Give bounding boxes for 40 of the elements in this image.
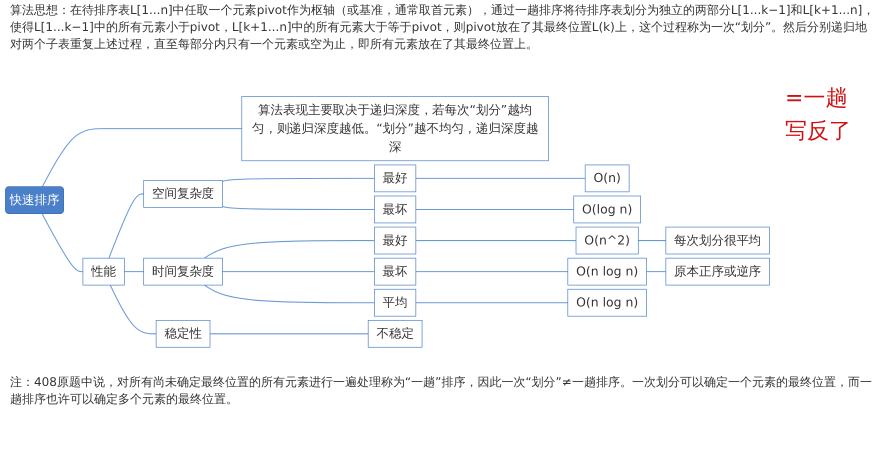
node-box: 平均 <box>374 289 416 317</box>
node-box: 稳定性 <box>156 320 210 348</box>
connector <box>416 271 568 272</box>
node-box: O(log n) <box>573 196 641 224</box>
connector <box>210 333 368 334</box>
connector <box>416 209 574 210</box>
node-box: O(n^2) <box>576 226 639 254</box>
connector <box>110 284 156 334</box>
connector <box>222 206 374 210</box>
handwritten-note: =一趟 <box>784 88 848 109</box>
connector <box>204 284 374 304</box>
handwritten-note: 写反了 <box>784 121 852 142</box>
node-box: 算法表现主要取决于递归深度，若每次“划分”越均匀，则递归深度越低。“划分”越不均匀，递归深度越深 <box>241 96 549 162</box>
node-box: 最坏 <box>374 196 416 224</box>
connector <box>416 302 568 304</box>
description-paragraph: 算法思想：在待排序表L[1...n]中任取一个元素pivot作为枢轴（或基准，通常取首元素），通过一趟排序将待排序表划分为独立的两部分L[1...k−1]和L[k+1...n]，使得L[1...k−1]中的所有元素小于pivot，L[k+1...n]中的所有元素大于等于pivot，则pivot放在了其最终位置L(k)上，这个过程称为一次“划分”。然后分别递归地对两个子表重复上述过程，直至每部分内只有一个元素或空为止，即所有元素放在了其最终位置上。 <box>9 2 876 53</box>
connector <box>204 240 374 259</box>
node-box: 原本正序或逆序 <box>666 258 770 286</box>
note-paragraph: 注：408原题中说，对所有尚未确定最终位置的所有元素进行一遍处理称为“一趟”排序，因此一次“划分”≠一趟排序。一次划分可以确定一个元素的最终位置，而一趟排序也许可以确定多个元素的最终位置。 <box>9 374 873 408</box>
connector <box>222 271 374 272</box>
node-box: 最坏 <box>374 258 416 286</box>
node-box: 空间复杂度 <box>143 180 223 208</box>
node-box: 不稳定 <box>368 320 422 348</box>
node-box: O(n log n) <box>567 289 647 317</box>
node-box: O(n log n) <box>567 258 647 286</box>
connector <box>124 271 144 272</box>
node-box: O(n) <box>584 164 630 192</box>
node-box: 最好 <box>374 164 416 192</box>
connector <box>222 178 374 182</box>
connector <box>42 214 83 272</box>
node-box: 每次划分很平均 <box>666 226 770 254</box>
node-box: 最好 <box>374 226 416 254</box>
connector <box>638 240 666 242</box>
connector <box>416 240 576 242</box>
connector <box>646 271 666 272</box>
connector <box>416 178 586 179</box>
connector <box>42 128 242 188</box>
node-box: 时间复杂度 <box>143 258 223 286</box>
node-box: 性能 <box>82 258 125 286</box>
connector <box>108 194 144 258</box>
